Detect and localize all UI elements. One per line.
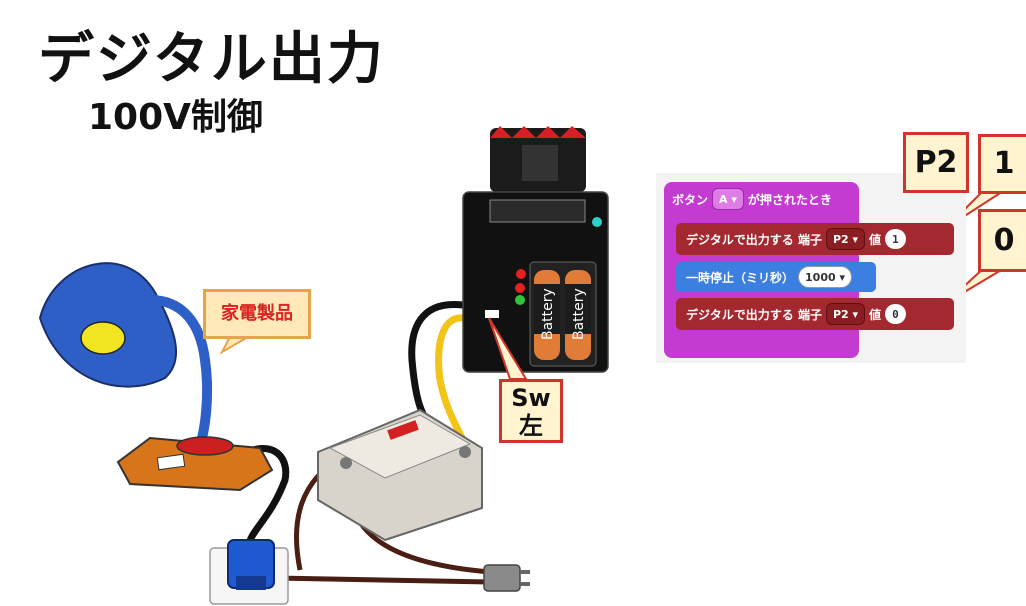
desk-lamp (38, 262, 274, 492)
edge-connector (489, 199, 586, 223)
pause-value: 1000 (805, 270, 836, 284)
chevron-down-icon: ▾ (839, 270, 846, 284)
pause-block[interactable]: 一時停止（ミリ秒） 1000 ▾ (676, 262, 876, 292)
battery-1-wrap (534, 284, 560, 334)
relay-badge (387, 420, 419, 440)
power-plug (483, 564, 530, 592)
relay-terminal-2 (459, 446, 471, 458)
relay-terminal-1 (340, 457, 352, 469)
outlet-plug-cap (236, 576, 266, 590)
chevron-down-icon: ▾ (852, 232, 859, 246)
pin-dropdown-2[interactable]: P2 ▾ (825, 303, 866, 325)
plug-prong-1 (520, 570, 530, 574)
led-green-2 (515, 295, 525, 305)
switch-callout-line1: Sw (511, 384, 551, 412)
wall-outlet (209, 539, 289, 605)
pin-dropdown-1[interactable]: P2 ▾ (825, 228, 866, 250)
hat-prefix: ボタン (672, 192, 709, 207)
high-value-callout: 1 (978, 134, 1026, 194)
chevron-down-icon: ▾ (731, 192, 737, 206)
led-red-2 (515, 283, 525, 293)
low-value-callout: 0 (978, 209, 1026, 272)
pause-dropdown[interactable]: 1000 ▾ (798, 266, 853, 288)
led-cyan (592, 217, 602, 227)
pause-label: 一時停止（ミリ秒） (686, 270, 795, 285)
digital-write-label-1: デジタルで出力する 端子 (686, 232, 822, 247)
plug-body (483, 564, 521, 592)
lamp-arm (149, 295, 213, 447)
lamp-label-plate (156, 453, 186, 471)
hat-suffix: が押されたとき (747, 192, 832, 207)
lamp-bulb (80, 321, 126, 355)
digital-write-block-2[interactable]: デジタルで出力する 端子 P2 ▾ 値 0 (676, 298, 954, 330)
value-input-1[interactable]: 1 (885, 229, 906, 249)
lamp-base (116, 436, 274, 492)
plug-prong-2 (520, 582, 530, 586)
digital-write-label-2: デジタルで出力する 端子 (686, 307, 822, 322)
lamp-switch (176, 436, 234, 456)
relay-top (328, 414, 472, 479)
switch-callout: Sw 左 (499, 379, 563, 443)
switch-callout-line2: 左 (519, 412, 543, 440)
brown-wire-3 (274, 575, 491, 585)
page-subtitle: 100V制御 (88, 97, 264, 138)
value-input-2[interactable]: 0 (885, 304, 906, 324)
value-label-1: 値 (869, 232, 882, 247)
pin-value-1: P2 (832, 232, 849, 246)
button-pressed-header: ボタン A ▾ が押されたとき (664, 184, 832, 214)
page-title: デジタル出力 (38, 27, 385, 92)
solid-state-relay (317, 408, 483, 542)
chevron-down-icon: ▾ (852, 307, 859, 321)
battery-1-label: Battery (540, 288, 556, 340)
switch-slider (485, 310, 499, 318)
led-red (516, 269, 526, 279)
yellow-wire-board (435, 314, 472, 452)
value-label-2: 値 (869, 307, 882, 322)
microbit-top-edge (490, 126, 586, 138)
button-select-value: A (719, 192, 728, 206)
battery-2-wrap (565, 284, 591, 334)
button-select-dropdown[interactable]: A ▾ (712, 188, 744, 210)
battery-2-label: Battery (571, 288, 587, 340)
pin-value-2: P2 (832, 307, 849, 321)
appliance-callout: 家電製品 (203, 289, 311, 339)
microbit-board (462, 126, 609, 373)
microbit-led-matrix (522, 145, 558, 181)
pin-callout: P2 (903, 132, 969, 193)
digital-write-block-1[interactable]: デジタルで出力する 端子 P2 ▾ 値 1 (676, 223, 954, 255)
